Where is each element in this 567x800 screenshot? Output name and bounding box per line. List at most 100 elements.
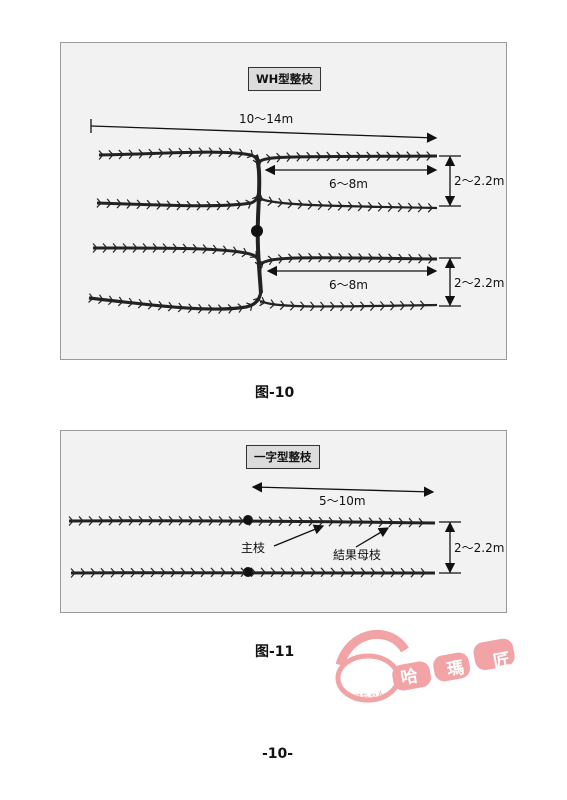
fruiting-shoot-tick [296,156,302,162]
fruiting-shoot-tick [128,153,134,160]
fruiting-shoot-tick [212,244,218,251]
single-line-training-diagram-panel: 一字型整枝 5～10m 主枝 結果母枝 2～2.2m [60,430,507,613]
fruiting-shoot-tick [389,300,395,307]
fruiting-shoot-tick [286,152,292,158]
fruiting-shoot-tick [128,520,134,526]
fruiting-shoot-tick [226,204,232,211]
fruiting-shoot-tick [148,520,154,526]
fruiting-shoot-tick [306,156,312,162]
fruiting-shoot-tick [156,200,162,206]
fruiting-shoot-tick [168,515,174,522]
fruiting-shoot-tick [137,303,144,309]
fruiting-shoot-tick [388,517,394,523]
fruiting-shoot-tick [197,308,203,314]
fruiting-shoot-tick [208,520,214,526]
fruiting-shoot-tick [148,299,154,306]
watermark-tag-1 [392,661,431,691]
fruiting-shoot-tick [398,517,404,523]
fruiting-shoot-tick [328,252,334,259]
fruiting-shoot-tick [176,205,182,211]
fruiting-shoot-tick [427,202,433,209]
fruiting-shoot-tick [426,155,432,161]
fruiting-shoot-tick [247,202,252,209]
fruiting-shoot-tick [236,203,242,210]
watermark-tag-3 [473,638,515,671]
fruiting-shoot-tick [106,203,112,209]
fruiting-shoot-tick [196,200,202,207]
fruiting-shoot-tick [316,156,322,162]
fruiting-shoot-tick [268,196,273,203]
fruiting-shoot-tick [202,248,208,254]
fruiting-shoot-tick [120,572,126,578]
spacing-lower-label: 2～2.2m [454,276,504,290]
fruiting-shoot-tick [178,147,184,153]
fruiting-shoot-tick [399,300,405,306]
fruiting-shoot-tick [108,295,114,302]
fruiting-shoot-tick [267,255,274,261]
fruiting-shoot-tick [416,155,422,161]
fruiting-shoot-tick [192,248,198,254]
fruiting-shoot-tick [348,517,354,523]
fruiting-shoot-tick [320,571,326,578]
fruiting-shoot-tick [218,147,224,153]
fruiting-shoot-tick [417,202,423,209]
branch-upper-left-2 [96,187,261,208]
arm-length-dimension [251,482,435,497]
fruiting-shoot-tick [280,300,285,306]
fruiting-branch-pointer [355,527,390,548]
fruiting-shoot-ticks [88,147,434,314]
fruiting-shoot-tick [230,567,236,573]
spacing-label: 2～2.2m [454,541,504,555]
fruiting-shoot-tick [118,515,124,522]
fruiting-shoot-tick [347,205,353,212]
fruiting-shoot-tick [241,252,248,258]
fruiting-shoot-tick [160,572,166,578]
fruiting-shoot-tick [330,571,336,578]
fruiting-shoot-tick [278,520,284,527]
arm-length-label: 5～10m [319,494,366,508]
fruiting-shoot-tick [116,198,122,205]
fruiting-shoot-tick [246,302,253,306]
fruiting-shoot-tick [340,571,346,578]
fruiting-shoot-tick [78,516,84,522]
fruiting-shoot-tick [308,200,313,206]
fruiting-shoot-tick [418,517,424,524]
fruiting-shoot-tick [388,522,394,528]
fruiting-shoot-tick [126,203,132,209]
fruiting-shoot-tick [160,567,166,573]
fruiting-shoot-tick [317,205,323,211]
fruiting-shoot-tick [277,254,284,260]
fruiting-shoot-tick [280,571,286,578]
fruiting-shoot-tick [289,305,295,311]
fruiting-shoot-tick [356,151,362,157]
fruiting-shoot-tick [288,520,294,527]
fruiting-shoot-tick [186,200,192,207]
fruiting-shoot-tick [162,243,168,249]
fruiting-shoot-tick [208,151,214,157]
fruiting-shoot-tick [198,147,204,153]
fruiting-shoot-tick [268,259,274,266]
wh-training-diagram-panel: WH型整枝 10～14m [60,42,507,360]
fruiting-shoot-tick [230,571,236,578]
fruiting-shoot-tick [180,572,186,578]
fruiting-shoot-tick [347,201,353,207]
fruiting-shoot-tick [310,571,316,578]
fruiting-shoot-tick [228,147,234,154]
fruiting-shoot-tick [349,301,355,307]
fruiting-shoot-tick [360,567,366,573]
fruiting-shoot-tick [218,520,224,526]
fruiting-shoot-tick [102,247,108,253]
fruiting-shoot-tick [360,305,365,312]
fruiting-shoot-tick [276,152,282,158]
fruiting-shoot-tick [370,567,376,573]
fruiting-shoot-tick [254,261,261,267]
fruiting-shoot-tick [198,515,204,522]
fruiting-shoot-tick [259,193,264,200]
fruiting-shoot-tick [167,306,173,312]
fruiting-shoot-tick [122,243,128,249]
fruiting-shoot-tick [158,300,164,307]
fruiting-shoot-tick [233,246,238,252]
fruiting-shoot-tick [108,515,114,522]
fruiting-shoot-tick [245,199,252,204]
fruiting-shoot-tick [288,257,294,264]
